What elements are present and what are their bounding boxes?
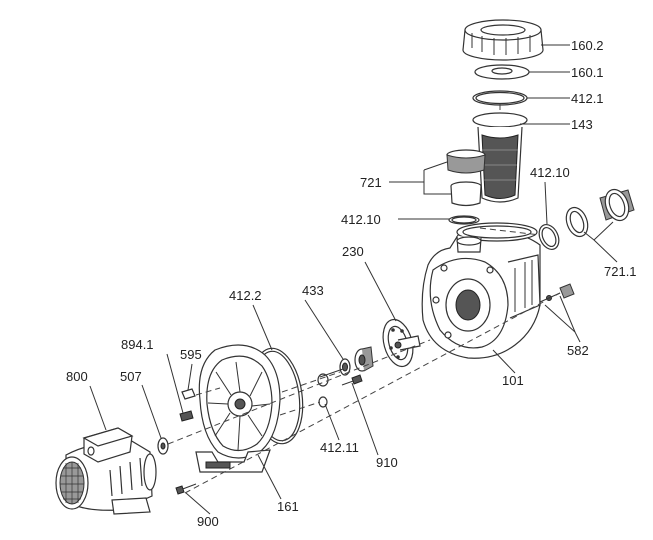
adapter-721-1 [565, 188, 635, 238]
pump-housing-101 [421, 222, 541, 359]
label-721: 721 [360, 175, 382, 190]
screw-910 [341, 374, 363, 386]
label-900: 900 [197, 514, 219, 529]
strainer-basket-143 [472, 112, 528, 203]
spacer-894-1 [179, 410, 194, 422]
o-ring-412-10-left [448, 215, 480, 225]
housing-cover-161 [195, 344, 281, 473]
label-721-1: 721.1 [604, 264, 637, 279]
assembly-axis-lines [167, 104, 561, 494]
label-595: 595 [180, 347, 202, 362]
mechanical-seal-433 [339, 346, 374, 376]
label-160-2: 160.2 [571, 38, 604, 53]
label-161: 161 [277, 499, 299, 514]
label-412-10-left: 412.10 [341, 212, 381, 227]
slinger-507 [157, 437, 169, 455]
label-412-11: 412.11 [320, 440, 359, 455]
label-894-1: 894.1 [121, 337, 154, 352]
label-101: 101 [502, 373, 524, 388]
screw-900 [175, 483, 197, 495]
label-160-1: 160.1 [571, 65, 604, 80]
label-412-10-right: 412.10 [530, 165, 570, 180]
label-582: 582 [567, 343, 589, 358]
o-ring-412-1 [472, 90, 528, 106]
label-412-2: 412.2 [229, 288, 262, 303]
part-labels: 160.2 160.1 412.1 143 721 412.10 412.10 … [66, 38, 637, 529]
label-800: 800 [66, 369, 88, 384]
lid-160-1 [474, 64, 530, 80]
adapter-721 [446, 149, 486, 207]
label-433: 433 [302, 283, 324, 298]
drain-plug-582 [539, 283, 575, 303]
label-143: 143 [571, 117, 593, 132]
impeller-230 [382, 318, 421, 368]
label-910: 910 [376, 455, 398, 470]
o-ring-412-10-right [538, 224, 560, 250]
leader-lines [89, 44, 618, 515]
motor-800 [55, 427, 157, 515]
lid-nut-160-2 [462, 19, 544, 61]
label-230: 230 [342, 244, 364, 259]
label-412-1: 412.1 [571, 91, 604, 106]
label-507: 507 [120, 369, 142, 384]
key-595 [181, 388, 196, 400]
